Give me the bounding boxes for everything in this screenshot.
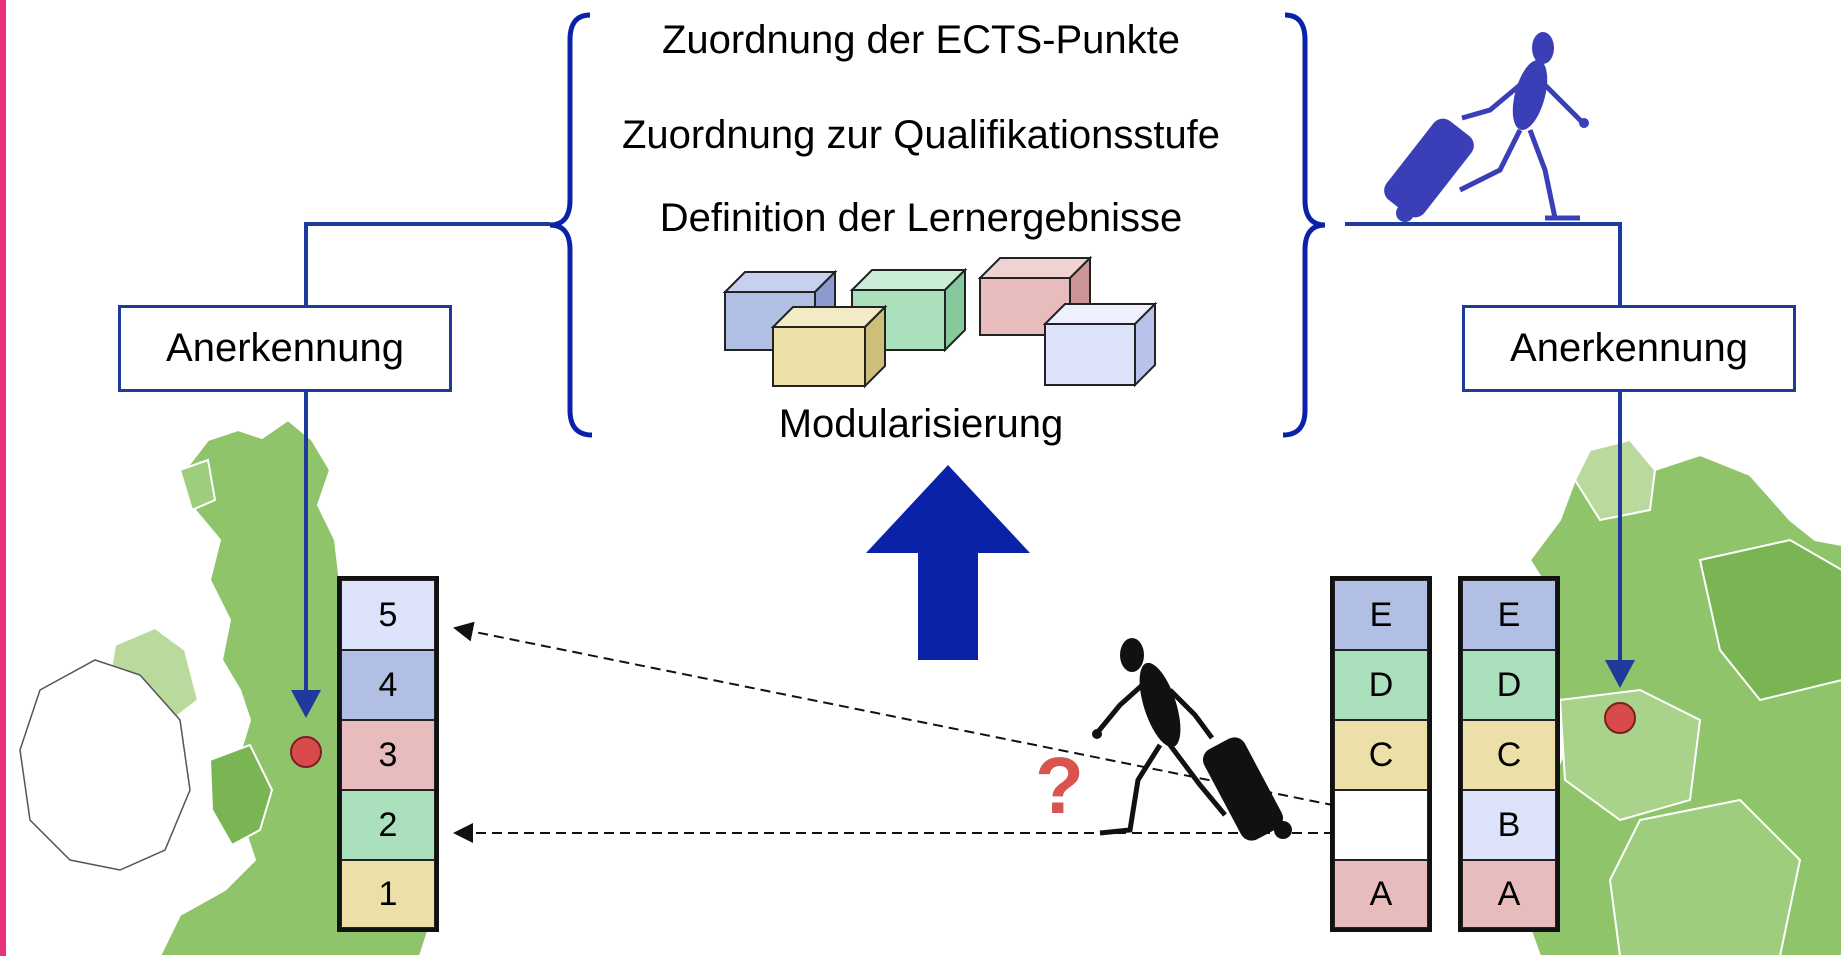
slide-edge-accent [0, 0, 6, 956]
recognition-box-left: Anerkennung [118, 305, 452, 392]
heading-ects: Zuordnung der ECTS-Punkte [661, 18, 1181, 62]
uk-levels-stack: 5 4 3 2 1 [337, 576, 439, 932]
right-connector-line [1345, 222, 1622, 305]
heading-qualification: Zuordnung zur Qualifikationsstufe [621, 113, 1221, 157]
heading-modularisation: Modularisierung [778, 402, 1064, 446]
germany-levels-stack: E D C B A [1458, 576, 1560, 932]
origin-levels-stack: E D C A [1330, 576, 1432, 932]
level-cell: C [1334, 720, 1428, 790]
level-label: B [1497, 805, 1521, 844]
level-cell: E [1334, 580, 1428, 650]
level-label: 1 [378, 874, 398, 913]
black-traveler-icon [1092, 638, 1292, 841]
level-cell: D [1462, 650, 1556, 720]
level-label: 3 [378, 735, 398, 774]
level-cell: 3 [341, 720, 435, 790]
level-label: 2 [378, 805, 398, 844]
level-cell: D [1334, 650, 1428, 720]
level-label: C [1496, 735, 1522, 774]
question-mark: ? [1035, 741, 1084, 830]
left-connector-line [304, 222, 550, 305]
level-cell: 2 [341, 790, 435, 860]
level-label: D [1496, 665, 1522, 704]
level-cell: A [1334, 860, 1428, 928]
level-label: A [1497, 874, 1521, 913]
level-label: A [1369, 874, 1393, 913]
level-cell: 4 [341, 650, 435, 720]
level-cell: B [1462, 790, 1556, 860]
level-label: E [1369, 595, 1393, 634]
blue-traveler-icon [1384, 32, 1589, 222]
level-cell: 5 [341, 580, 435, 650]
heading-outcomes: Definition der Lernergebnisse [659, 196, 1183, 240]
dashed-arrow-to-level-5 [453, 621, 1383, 816]
level-cell: E [1462, 580, 1556, 650]
level-cell [1334, 790, 1428, 860]
left-connector-arrowhead [291, 690, 321, 718]
level-cell: 1 [341, 860, 435, 928]
big-up-arrow [866, 465, 1030, 660]
level-label: D [1368, 665, 1394, 704]
level-cell: A [1462, 860, 1556, 928]
level-label: 5 [378, 595, 398, 634]
germany-map-icon [1518, 438, 1842, 956]
level-label: 4 [378, 665, 398, 704]
level-cell: C [1462, 720, 1556, 790]
right-curly-brace [1282, 12, 1326, 438]
module-box-yellow-icon [770, 304, 888, 389]
level-label: C [1368, 735, 1394, 774]
germany-location-dot [1604, 702, 1636, 734]
module-box-lightblue-icon [1042, 301, 1158, 388]
right-connector-arrowhead [1605, 660, 1635, 688]
uk-location-dot [290, 736, 322, 768]
level-label: E [1497, 595, 1521, 634]
recognition-box-right: Anerkennung [1462, 305, 1796, 392]
